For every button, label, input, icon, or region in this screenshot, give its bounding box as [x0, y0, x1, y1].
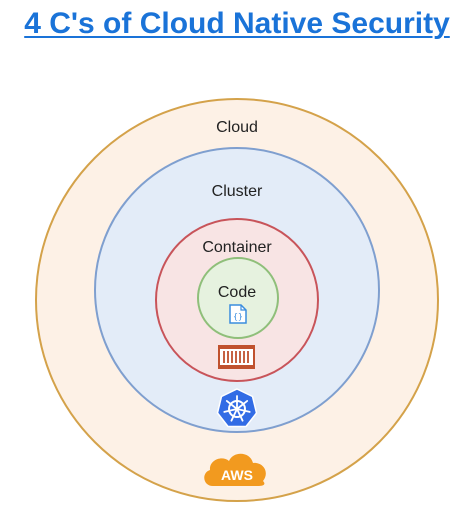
- aws-label: AWS: [221, 467, 253, 483]
- code-layer: [197, 257, 279, 339]
- code-label: Code: [218, 284, 256, 301]
- page-title: 4 C's of Cloud Native Security: [24, 7, 450, 40]
- cloud-label: Cloud: [216, 119, 258, 136]
- code-file-icon: {}: [229, 304, 247, 324]
- svg-text:{}: {}: [233, 312, 243, 321]
- kubernetes-icon: [216, 388, 258, 428]
- cluster-label: Cluster: [212, 183, 263, 200]
- container-icon: [218, 345, 255, 369]
- aws-cloud-icon: AWS: [204, 453, 266, 486]
- container-label: Container: [202, 239, 272, 256]
